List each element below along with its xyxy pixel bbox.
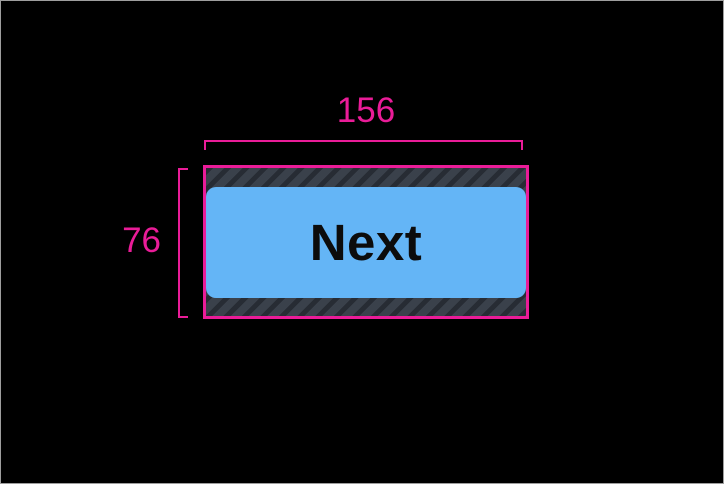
width-measurement-bracket	[204, 140, 523, 150]
height-dimension-label: 76	[122, 221, 161, 260]
next-button[interactable]: Next	[206, 187, 526, 298]
width-dimension-label: 156	[336, 91, 396, 130]
selection-bounds-overlay: Next	[203, 165, 529, 319]
next-button-label: Next	[309, 214, 423, 271]
height-measurement-bracket	[178, 168, 188, 318]
